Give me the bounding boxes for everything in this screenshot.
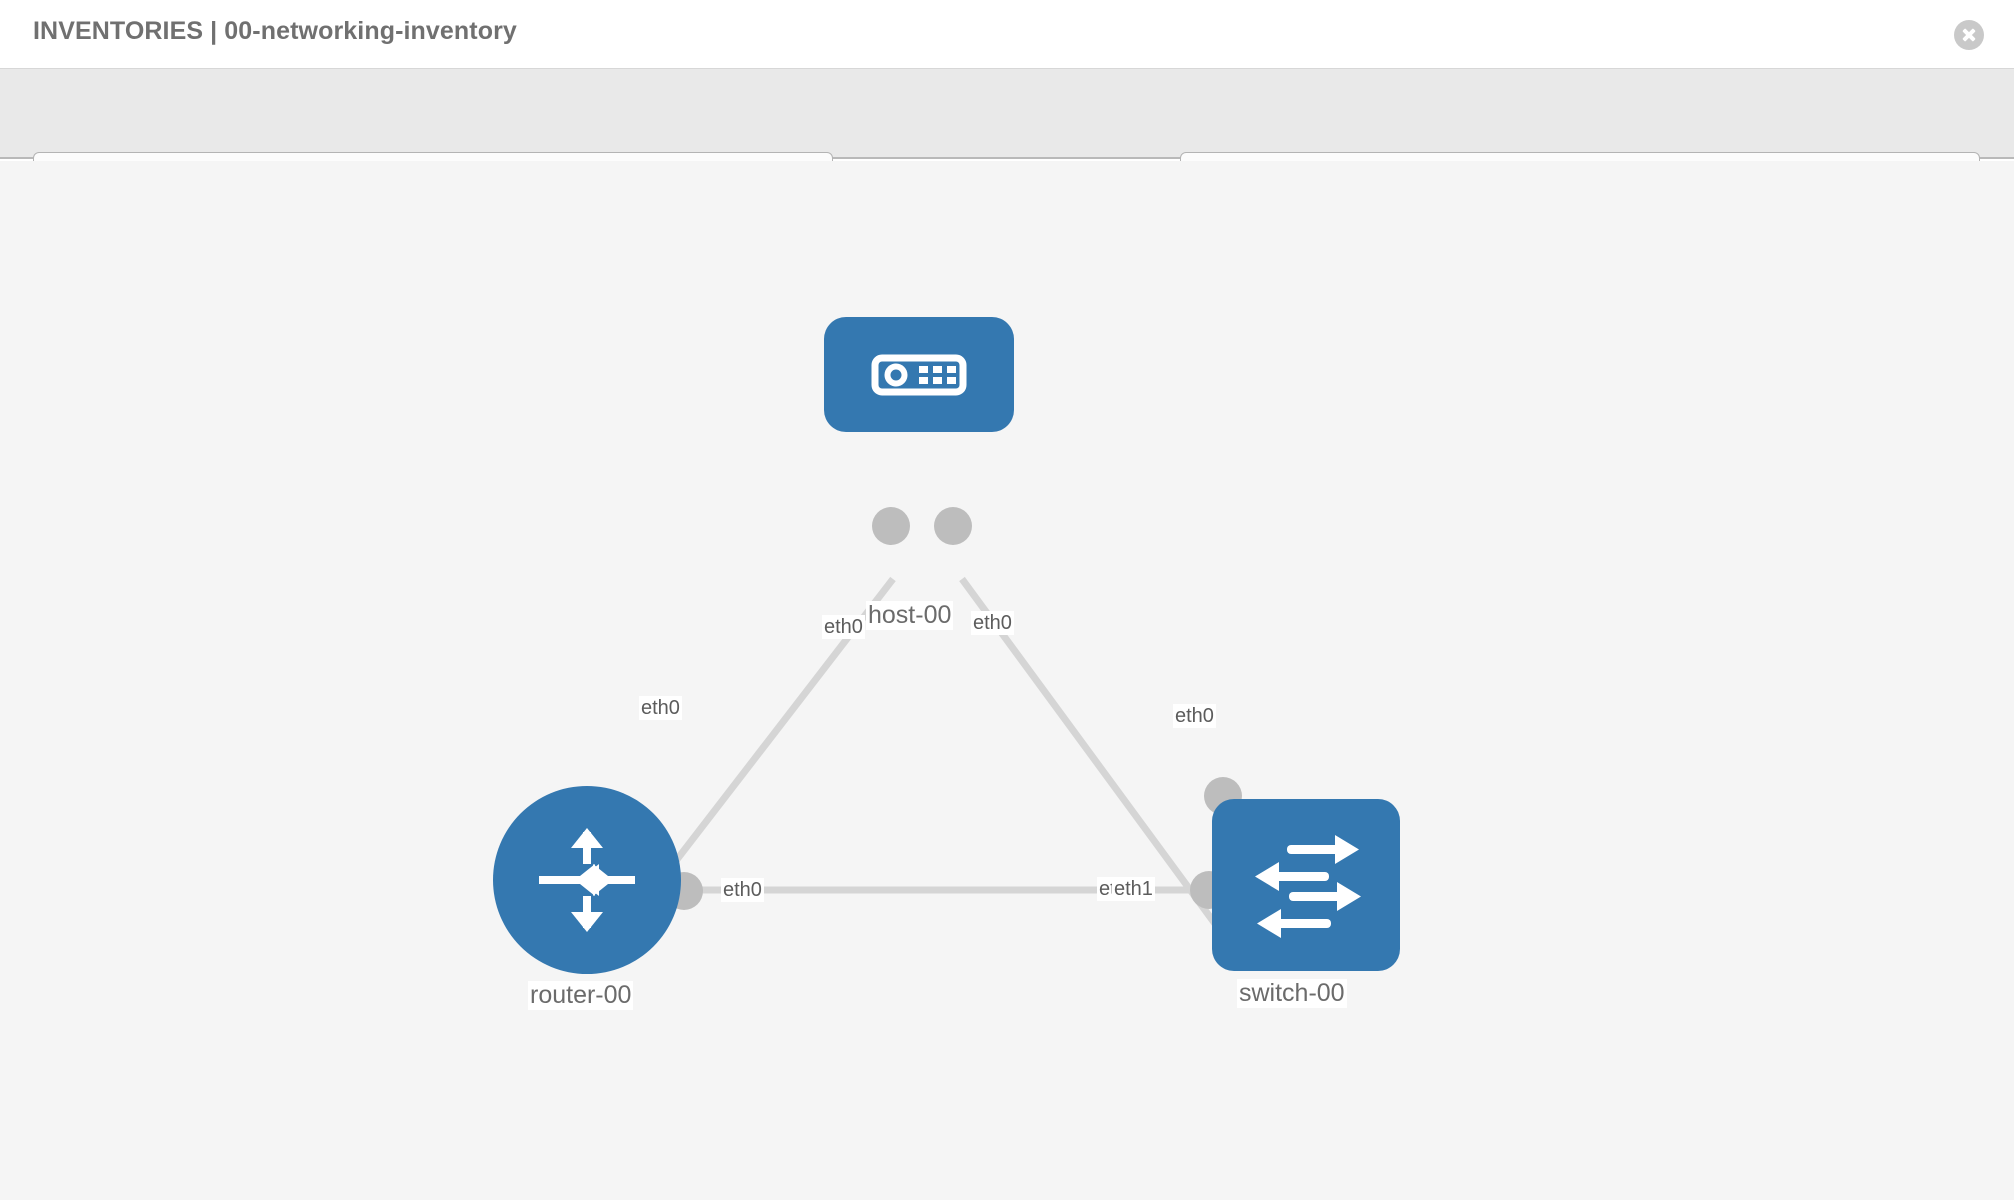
port-host-right[interactable] [934, 507, 972, 545]
edge-label-router-up: eth0 [639, 696, 682, 720]
node-switch-00-label: switch-00 [1237, 979, 1347, 1008]
toolbar: ACTIONS SEARCH [0, 69, 2014, 204]
server-icon [871, 354, 967, 395]
port-host-left[interactable] [872, 507, 910, 545]
switch-arrows-icon [1255, 835, 1361, 938]
topology-canvas[interactable]: host-00 eth0 eth0 [0, 161, 2014, 1200]
node-router-00-shape[interactable] [493, 786, 681, 974]
node-host-00-label: host-00 [866, 601, 954, 630]
page-title: INVENTORIES | 00-networking-inventory [33, 17, 517, 45]
edge-label-switch-up: eth0 [1173, 704, 1216, 728]
edge-label-switch-left-over: eth1 [1112, 877, 1155, 901]
edge-label-host-right: eth0 [971, 611, 1014, 635]
node-switch-00-shape[interactable] [1212, 799, 1400, 971]
node-host-00-shape[interactable] [824, 317, 1014, 432]
close-icon[interactable] [1954, 20, 1984, 50]
router-arrows-icon [539, 828, 635, 932]
edge-label-router-right: eth0 [721, 878, 764, 902]
page-header: INVENTORIES | 00-networking-inventory [0, 0, 2014, 69]
edge-label-host-left: eth0 [822, 615, 865, 639]
node-router-00-label: router-00 [528, 981, 634, 1010]
topology-links [642, 576, 1238, 954]
